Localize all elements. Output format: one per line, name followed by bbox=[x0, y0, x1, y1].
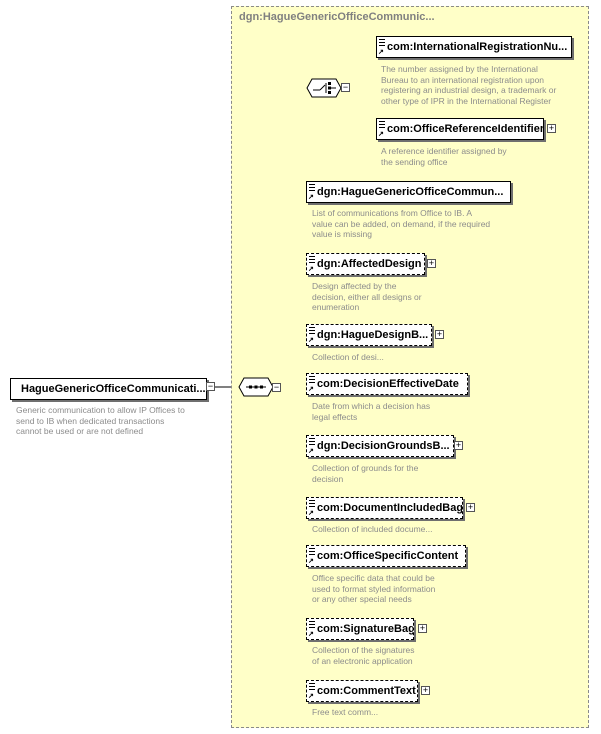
element-description: Office specific data that could be used … bbox=[312, 573, 435, 605]
element-description: Design affected by the decision, either … bbox=[312, 281, 422, 313]
plus-icon[interactable]: + bbox=[435, 330, 444, 339]
element-description: Collection of grounds for the decision bbox=[312, 463, 418, 484]
element-label: dgn:AffectedDesign bbox=[317, 258, 422, 270]
minus-icon[interactable]: − bbox=[341, 83, 350, 92]
element-description: Date from which a decision has legal eff… bbox=[312, 401, 430, 422]
element-label: com:OfficeSpecificContent bbox=[317, 550, 458, 562]
element-label: com:DocumentIncludedBag bbox=[317, 502, 463, 514]
root-description: Generic communication to allow IP Office… bbox=[16, 405, 185, 437]
plus-icon[interactable]: + bbox=[427, 259, 436, 268]
element-label: com:SignatureBag bbox=[317, 623, 414, 635]
choice-icon[interactable] bbox=[306, 78, 342, 98]
element-description: The number assigned by the International… bbox=[381, 64, 556, 106]
element-description: Collection of included docume... bbox=[312, 524, 433, 535]
element-description: Collection of the signatures of an elect… bbox=[312, 645, 415, 666]
sequence-element[interactable]: ↗ com:SignatureBag bbox=[306, 618, 414, 640]
minus-icon[interactable]: − bbox=[206, 382, 215, 391]
root-element-label: HagueGenericOfficeCommunicati... bbox=[21, 383, 206, 395]
plus-icon[interactable]: + bbox=[466, 503, 475, 512]
sequence-element[interactable]: ↗ dgn:HagueDesignB... bbox=[306, 324, 432, 346]
element-description: Collection of desi... bbox=[312, 352, 384, 363]
element-label: com:OfficeReferenceIdentifier bbox=[387, 123, 544, 135]
element-label: dgn:DecisionGroundsB... bbox=[317, 440, 450, 452]
sequence-element[interactable]: ↗ com:DocumentIncludedBag bbox=[306, 497, 463, 519]
choice-element[interactable]: ↗ com:InternationalRegistrationNu... bbox=[376, 36, 572, 58]
complex-type-title: dgn:HagueGenericOfficeCommunic... bbox=[239, 11, 435, 23]
sequence-icon[interactable] bbox=[238, 377, 274, 397]
plus-icon[interactable]: + bbox=[547, 124, 556, 133]
element-label: com:DecisionEffectiveDate bbox=[317, 378, 459, 390]
sequence-element[interactable]: ↗ dgn:DecisionGroundsB... bbox=[306, 435, 454, 457]
element-label: dgn:HagueGenericOfficeCommun... bbox=[317, 186, 503, 198]
element-description: Free text comm... bbox=[312, 707, 378, 718]
minus-icon[interactable]: − bbox=[272, 383, 281, 392]
choice-element[interactable]: ↗ com:OfficeReferenceIdentifier bbox=[376, 118, 544, 140]
sequence-element[interactable]: ↗ dgn:HagueGenericOfficeCommun... bbox=[306, 181, 511, 203]
element-label: com:InternationalRegistrationNu... bbox=[387, 41, 567, 53]
element-description: A reference identifier assigned by the s… bbox=[381, 146, 507, 167]
plus-icon[interactable]: + bbox=[421, 686, 430, 695]
plus-icon[interactable]: + bbox=[418, 624, 427, 633]
sequence-element[interactable]: ↗ com:OfficeSpecificContent bbox=[306, 545, 466, 567]
sequence-element[interactable]: ↗ dgn:AffectedDesign bbox=[306, 253, 425, 275]
element-description: List of communications from Office to IB… bbox=[312, 208, 490, 240]
plus-icon[interactable]: + bbox=[454, 441, 463, 450]
sequence-element[interactable]: ↗ com:DecisionEffectiveDate bbox=[306, 373, 468, 395]
element-label: dgn:HagueDesignB... bbox=[317, 329, 428, 341]
element-label: com:CommentText bbox=[317, 685, 416, 697]
root-element[interactable]: HagueGenericOfficeCommunicati... bbox=[10, 378, 207, 400]
sequence-element[interactable]: ↗ com:CommentText bbox=[306, 680, 418, 702]
